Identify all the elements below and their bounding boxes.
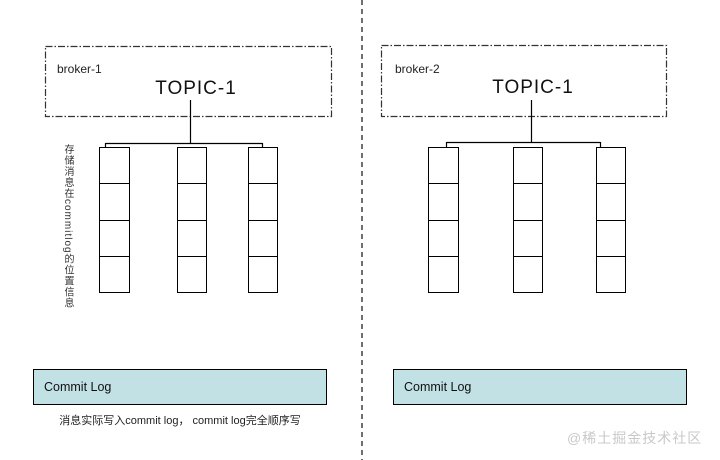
queue-cell bbox=[514, 257, 542, 292]
queue-cell bbox=[249, 221, 277, 257]
queue-column bbox=[596, 147, 626, 293]
broker-1-connector bbox=[104, 100, 264, 148]
queue-cell bbox=[249, 148, 277, 185]
queue-column bbox=[513, 147, 543, 293]
queue-cell bbox=[597, 221, 625, 257]
queue-column bbox=[428, 147, 459, 293]
queue-column bbox=[177, 147, 207, 293]
queue-cell bbox=[429, 184, 458, 221]
watermark: @稀土掘金技术社区 bbox=[567, 430, 703, 446]
queue-cell bbox=[597, 257, 625, 292]
broker-1-commit-log-bar: Commit Log bbox=[33, 369, 327, 405]
queue-cell bbox=[514, 221, 542, 257]
queue-cell bbox=[178, 221, 206, 257]
queue-cell bbox=[100, 221, 129, 257]
broker-2-commit-log-label: Commit Log bbox=[404, 380, 472, 394]
broker-1-box bbox=[44, 45, 333, 118]
queue-cell bbox=[429, 221, 458, 257]
queue-cell bbox=[597, 184, 625, 221]
queue-column bbox=[99, 147, 130, 293]
queue-cell bbox=[429, 257, 458, 292]
broker-1-topic-label: TOPIC-1 bbox=[155, 78, 237, 99]
broker-1-caption: 消息实际写入commit log， commit log完全顺序写 bbox=[59, 415, 301, 427]
broker-2-topic-label: TOPIC-1 bbox=[492, 77, 574, 98]
queue-cell bbox=[178, 184, 206, 221]
broker-2-commit-log-bar: Commit Log bbox=[393, 369, 687, 405]
queue-cell bbox=[514, 148, 542, 185]
queue-cell bbox=[597, 148, 625, 185]
queue-cell bbox=[100, 184, 129, 221]
queue-cell bbox=[249, 257, 277, 292]
queue-cell bbox=[514, 184, 542, 221]
queue-cell bbox=[100, 148, 129, 185]
broker-2-connector bbox=[445, 100, 602, 148]
queue-cell bbox=[100, 257, 129, 292]
broker-1-commit-log-label: Commit Log bbox=[44, 380, 112, 394]
queue-cell bbox=[249, 184, 277, 221]
broker-1-label: broker-1 bbox=[57, 62, 102, 76]
broker-2-label: broker-2 bbox=[395, 62, 440, 76]
broker-2-box bbox=[380, 44, 668, 118]
queue-column bbox=[248, 147, 278, 293]
queue-cell bbox=[178, 148, 206, 185]
broker-1-side-note: 存储消息在commitlog的位置信息 bbox=[62, 144, 73, 309]
queue-cell bbox=[178, 257, 206, 292]
queue-cell bbox=[429, 148, 458, 185]
